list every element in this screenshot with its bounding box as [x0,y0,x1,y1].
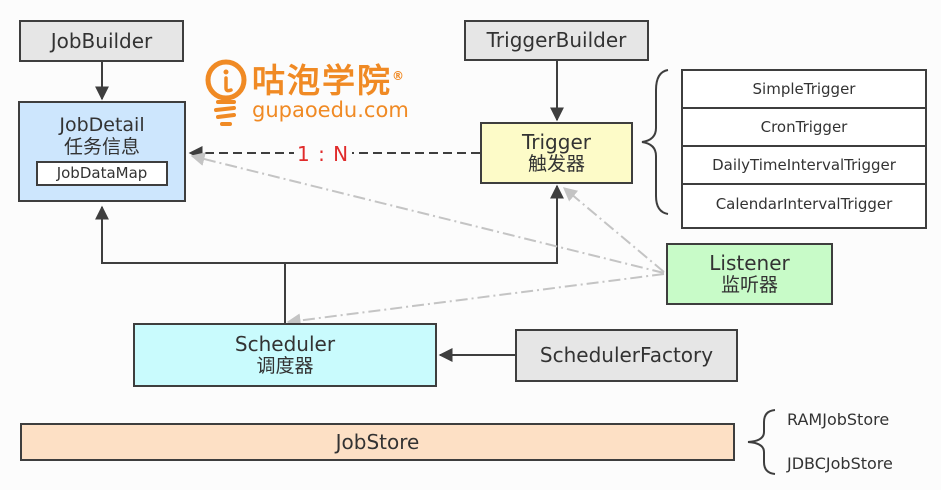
node-job-store[interactable]: JobStore [20,423,735,461]
node-job-detail-label-cn: 任务信息 [63,135,140,158]
node-job-detail[interactable]: JobDetail 任务信息 JobDataMap [18,101,186,202]
trigger-type-item[interactable]: CronTrigger [683,109,925,147]
edge-scheduler-jobdetail [95,205,286,323]
edge-scheduler-trigger [285,184,564,264]
node-scheduler-factory[interactable]: SchedulerFactory [515,329,738,382]
trigger-types-list: SimpleTrigger CronTrigger DailyTimeInter… [681,69,927,229]
node-trigger[interactable]: Trigger 触发器 [480,122,633,184]
edge-listener-scheduler [286,273,665,328]
trigger-type-item[interactable]: SimpleTrigger [683,71,925,109]
node-scheduler[interactable]: Scheduler 调度器 [133,323,437,387]
node-trigger-builder-label: TriggerBuilder [486,28,627,52]
edge-listener-jobdetail [190,152,665,274]
node-trigger-label: Trigger [522,129,591,154]
trigger-type-item[interactable]: CalendarIntervalTrigger [683,185,925,223]
job-data-map-label: JobDataMap [56,163,148,182]
node-trigger-builder[interactable]: TriggerBuilder [464,20,649,61]
trigger-type-label: CalendarIntervalTrigger [715,195,893,213]
jobstore-type-ram: RAMJobStore [787,410,890,429]
node-job-builder[interactable]: JobBuilder [19,20,184,62]
lightbulb-icon [205,59,247,126]
trigger-type-label: CronTrigger [760,118,848,136]
logo-brand-text: 咕泡学院 [252,61,392,100]
node-scheduler-label: Scheduler [234,331,336,356]
job-data-map[interactable]: JobDataMap [36,160,168,186]
node-job-store-label: JobStore [335,429,420,454]
trigger-type-item[interactable]: DailyTimeIntervalTrigger [683,147,925,185]
logo-url: gupaoedu.com [252,98,409,122]
edge-listener-trigger [562,187,665,273]
trigger-types-brace [641,69,669,215]
node-job-detail-label: JobDetail [59,114,145,136]
node-scheduler-factory-label: SchedulerFactory [539,343,714,367]
node-job-builder-label: JobBuilder [50,28,153,53]
node-trigger-label-cn: 触发器 [527,152,585,175]
node-scheduler-label-cn: 调度器 [256,354,314,377]
logo-brand: 咕泡学院® [252,54,406,102]
node-listener-label: Listener [709,250,790,275]
jobstore-type-jdbc: JDBCJobStore [787,454,893,473]
node-listener[interactable]: Listener 监听器 [666,243,833,305]
trigger-type-label: SimpleTrigger [752,80,856,98]
node-listener-label-cn: 监听器 [720,273,778,296]
trigger-type-label: DailyTimeIntervalTrigger [712,156,896,174]
job-trigger-ratio-label: 1 : N [294,142,353,166]
registered-mark: ® [392,69,406,83]
jobstore-types-brace [747,409,776,475]
